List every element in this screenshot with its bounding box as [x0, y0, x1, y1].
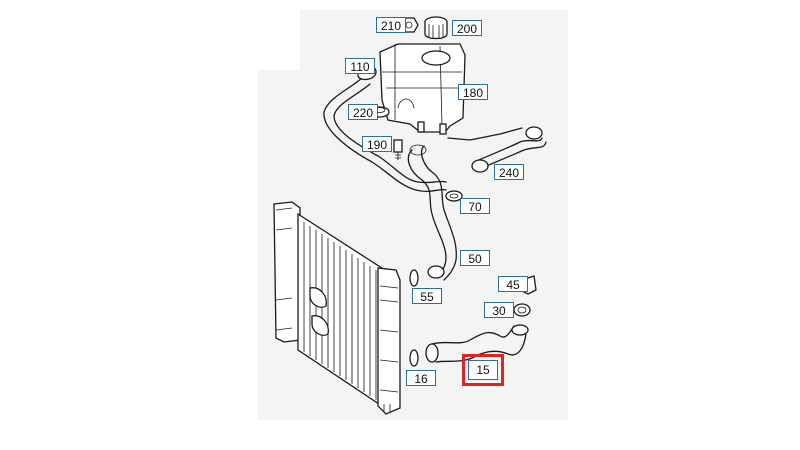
callout-200[interactable]: 200 [452, 20, 482, 36]
callout-55[interactable]: 55 [412, 288, 442, 304]
radiator [273, 201, 401, 415]
lower-radiator-hose [425, 324, 529, 363]
callout-220[interactable]: 220 [348, 104, 378, 120]
callout-110[interactable]: 110 [345, 58, 375, 74]
callout-240[interactable]: 240 [494, 164, 524, 180]
callout-210[interactable]: 210 [376, 17, 406, 33]
callout-70[interactable]: 70 [460, 198, 490, 214]
callout-15-highlighted[interactable]: 15 [462, 354, 504, 386]
tank-outlet-hose [447, 126, 547, 173]
vent-hose [323, 77, 447, 193]
callout-16[interactable]: 16 [406, 370, 436, 386]
tank-cap [424, 16, 448, 40]
callout-30[interactable]: 30 [484, 302, 514, 318]
hose-clamp [445, 190, 463, 202]
callout-190[interactable]: 190 [362, 136, 392, 152]
callout-45[interactable]: 45 [498, 276, 528, 292]
upper-radiator-hose [407, 144, 457, 281]
expansion-tank [379, 43, 466, 135]
callout-50[interactable]: 50 [460, 250, 490, 266]
seal-ring [409, 269, 419, 367]
bolt [393, 139, 403, 160]
callout-180[interactable]: 180 [458, 84, 488, 100]
